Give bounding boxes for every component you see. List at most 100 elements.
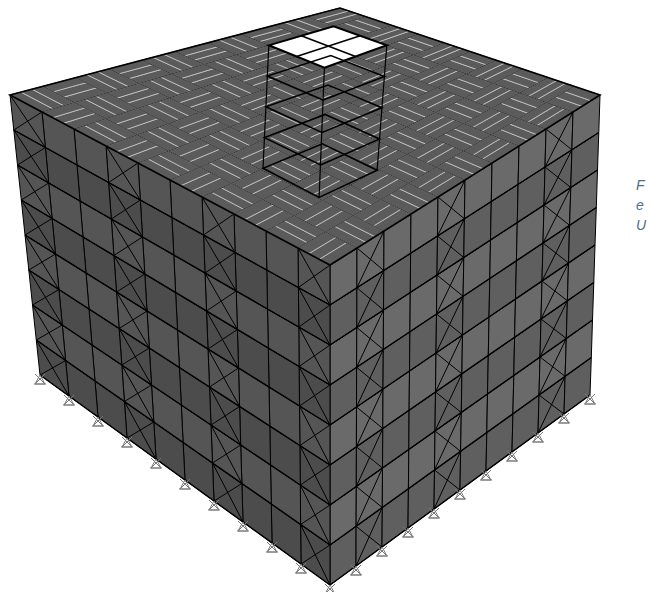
brace xyxy=(543,243,569,263)
brace xyxy=(210,368,239,387)
floor-beam xyxy=(33,305,331,505)
floor-beam xyxy=(330,133,599,306)
brace xyxy=(14,112,42,130)
brace xyxy=(298,265,330,288)
brace xyxy=(208,330,237,350)
pin-support xyxy=(558,413,570,423)
brace xyxy=(122,348,150,365)
atrium-column xyxy=(319,68,324,198)
pin-support xyxy=(506,451,518,461)
brace xyxy=(356,487,382,508)
atrium-void xyxy=(269,26,387,67)
brace xyxy=(18,148,46,166)
brace xyxy=(301,545,330,564)
pin-support xyxy=(532,432,544,442)
brace xyxy=(436,392,462,413)
floor-beam xyxy=(25,235,330,425)
brace xyxy=(109,163,138,183)
brace xyxy=(357,407,383,429)
brace xyxy=(21,183,48,200)
slab-panel xyxy=(307,8,349,20)
brace xyxy=(357,328,384,350)
pin-support xyxy=(428,508,440,518)
roof-edge xyxy=(10,8,600,265)
brace xyxy=(541,319,566,339)
brace xyxy=(299,345,330,367)
brace xyxy=(438,197,464,219)
brace xyxy=(111,200,140,219)
pin-support xyxy=(237,521,249,531)
pin-support xyxy=(584,394,596,404)
brace xyxy=(435,431,461,451)
floor-beam xyxy=(330,320,593,505)
brace xyxy=(124,385,151,402)
brace xyxy=(437,275,463,296)
brace xyxy=(36,325,62,340)
floor-beam xyxy=(330,245,595,425)
slab-panel xyxy=(241,25,283,37)
brace xyxy=(438,236,464,258)
brace xyxy=(546,129,572,150)
brace xyxy=(436,353,462,374)
brace xyxy=(542,281,567,301)
pin-support xyxy=(480,470,492,480)
pin-support xyxy=(92,416,104,426)
floor-beam xyxy=(330,170,598,345)
brace xyxy=(299,305,330,327)
pin-support xyxy=(324,584,336,592)
brace xyxy=(40,361,66,376)
pin-support xyxy=(376,546,388,556)
brace xyxy=(357,248,384,271)
brace xyxy=(207,291,237,311)
pin-support xyxy=(34,374,46,384)
brace xyxy=(301,505,330,525)
floor-beam xyxy=(40,375,330,585)
brace xyxy=(119,311,147,329)
pin-support xyxy=(350,565,362,575)
brace xyxy=(435,470,461,490)
brace xyxy=(356,526,382,547)
brace xyxy=(300,465,330,485)
atrium-frame xyxy=(267,56,384,101)
pin-support xyxy=(295,563,307,573)
brace xyxy=(214,484,242,502)
floor-beam xyxy=(330,358,591,546)
floor-beam xyxy=(21,200,330,385)
pin-support xyxy=(121,437,133,447)
pin-support xyxy=(208,500,220,510)
brace xyxy=(437,314,463,335)
brace xyxy=(545,167,571,188)
brace xyxy=(211,407,240,426)
caption-fragment: e xyxy=(636,196,644,214)
brace xyxy=(544,205,570,225)
atrium-column xyxy=(263,45,269,168)
caption-fragment: F xyxy=(636,176,645,194)
floor-beam xyxy=(330,395,590,585)
pin-support xyxy=(402,527,414,537)
brace xyxy=(539,395,564,414)
pin-support xyxy=(63,395,75,405)
brace xyxy=(300,425,330,446)
brace xyxy=(33,290,59,306)
atrium-beam xyxy=(297,36,361,57)
floor-beam xyxy=(18,165,331,345)
pin-support xyxy=(150,458,162,468)
brace xyxy=(204,214,235,235)
brace xyxy=(25,219,52,236)
brace xyxy=(357,288,384,310)
pin-support xyxy=(266,542,278,552)
pin-support xyxy=(454,489,466,499)
brace xyxy=(127,422,154,438)
brace xyxy=(300,385,331,406)
brace xyxy=(205,253,235,274)
brace xyxy=(114,237,143,256)
brace xyxy=(357,367,383,389)
floor-beam xyxy=(330,208,596,386)
brace xyxy=(117,274,145,292)
brace xyxy=(29,254,56,270)
atrium-column xyxy=(377,45,387,170)
brace xyxy=(213,445,241,463)
floor-beam xyxy=(14,130,330,305)
caption-fragment: U xyxy=(636,216,646,234)
